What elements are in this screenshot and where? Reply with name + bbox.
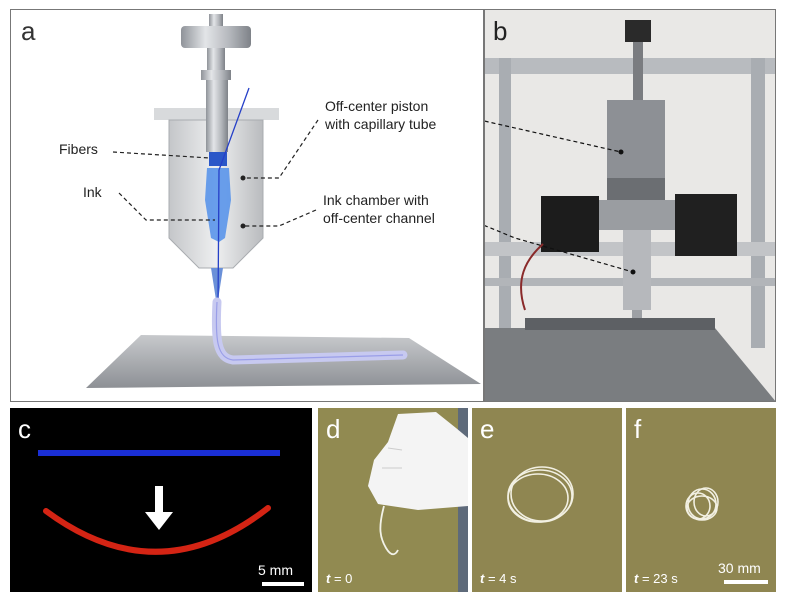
time-e: t = 4 s xyxy=(480,571,517,586)
panel-d: d t = 0 xyxy=(318,408,468,592)
fiber-deformation-diagram xyxy=(38,450,280,555)
fiber-coil-e xyxy=(507,466,574,523)
panel-f: f t = 23 s 30 mm xyxy=(626,408,776,592)
time-value-d: = 0 xyxy=(330,571,353,586)
curved-fiber xyxy=(43,505,271,555)
time-value-f: = 23 s xyxy=(638,571,678,586)
scale-label-c: 5 mm xyxy=(258,562,293,578)
fiber-line xyxy=(217,87,250,311)
panel-label-c: c xyxy=(18,414,31,444)
panel-label-a: a xyxy=(21,16,36,46)
printer-photo xyxy=(485,10,775,401)
callout-ink: Ink xyxy=(83,184,102,200)
callout-fibers: Fibers xyxy=(59,141,98,157)
panel-b: b xyxy=(484,9,776,402)
printhead-illustration xyxy=(86,14,481,388)
ink-cavity xyxy=(205,168,231,242)
glove xyxy=(368,412,468,510)
panel-e: e t = 4 s xyxy=(472,408,622,592)
fiber-block xyxy=(209,152,227,166)
panel-label-d: d xyxy=(326,414,341,444)
scale-bar-c xyxy=(262,582,304,586)
panel-c: c 5 mm xyxy=(10,408,312,592)
callout-piston-line1: Off-center piston xyxy=(325,98,429,114)
panel-b-callout-lines xyxy=(485,120,636,275)
time-var-f: t xyxy=(634,571,639,586)
nozzle xyxy=(211,268,223,300)
hanging-fiber xyxy=(379,505,399,556)
scale-bar-f xyxy=(724,580,768,584)
callout-chamber-line1: Ink chamber with xyxy=(323,192,429,208)
piston-tube xyxy=(206,80,228,152)
plunger-knob xyxy=(181,14,251,80)
panel-a: a xyxy=(10,9,484,402)
callout-chamber-line2: off-center channel xyxy=(323,210,435,226)
scale-label-f: 30 mm xyxy=(718,560,761,576)
panel-label-b: b xyxy=(493,16,508,46)
callout-lines xyxy=(112,119,319,227)
time-d: t = 0 xyxy=(326,571,352,586)
callout-piston-line2: with capillary tube xyxy=(325,116,437,132)
time-f: t = 23 s xyxy=(634,571,678,586)
down-arrow-icon xyxy=(145,486,173,530)
panel-d-photo xyxy=(318,408,468,592)
panel-label-e: e xyxy=(480,414,495,444)
time-var-d: t xyxy=(326,571,331,586)
panel-label-f: f xyxy=(634,414,642,444)
panel-f-photo xyxy=(626,408,776,592)
time-value-e: = 4 s xyxy=(484,571,517,586)
fiber-coil-f xyxy=(685,487,719,521)
time-var-e: t xyxy=(480,571,485,586)
panel-e-photo xyxy=(472,408,622,592)
